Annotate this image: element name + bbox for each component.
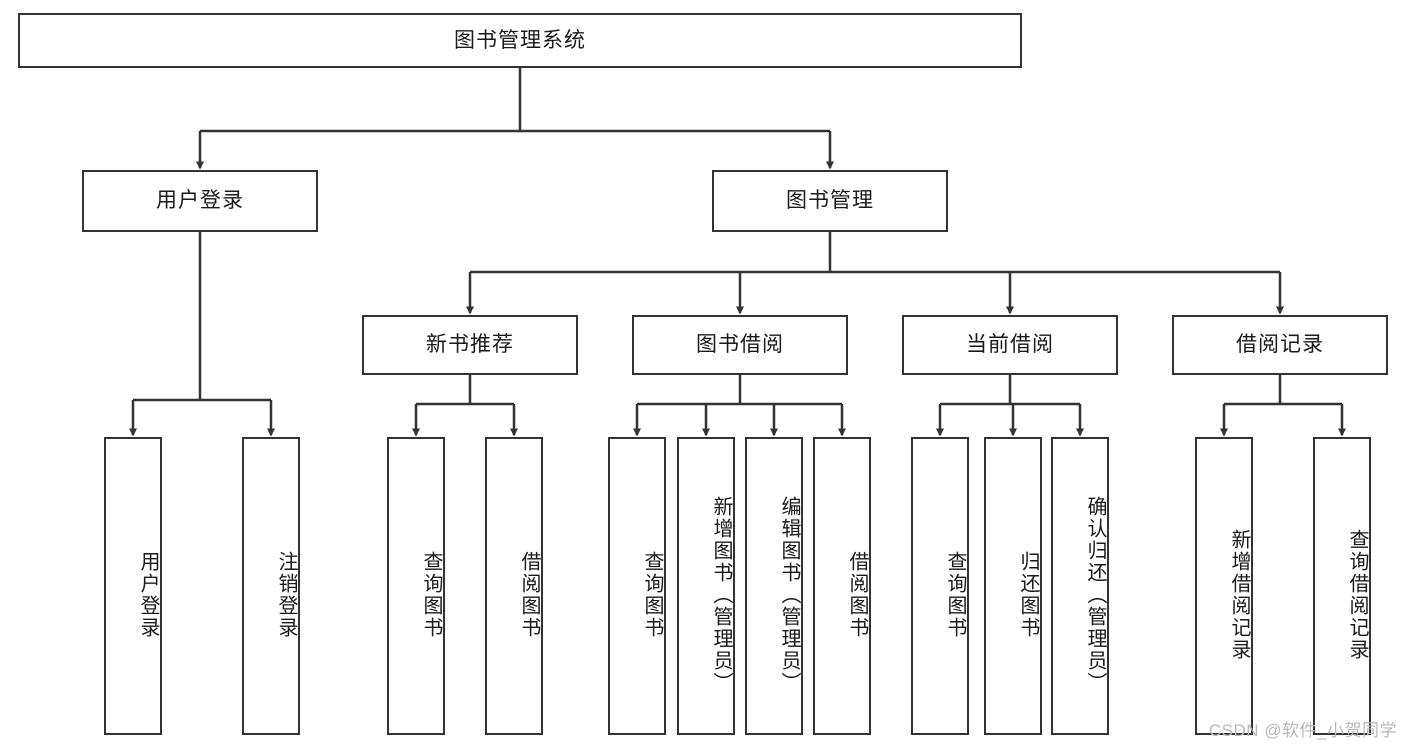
node-label: 归还图书 bbox=[1017, 551, 1039, 639]
node-label: 查询图书 bbox=[420, 551, 442, 639]
node-label: 当前借阅 bbox=[966, 333, 1054, 357]
node-label: 借阅图书 bbox=[518, 551, 540, 639]
node-leaf-edit-book-admin[interactable]: 编辑图书（管理员） bbox=[745, 437, 803, 735]
node-leaf-borrow-books[interactable]: 借阅图书 bbox=[813, 437, 871, 735]
node-new-book-recommend[interactable]: 新书推荐 bbox=[362, 315, 578, 375]
node-label: 注销登录 bbox=[275, 551, 297, 639]
node-label: 新书推荐 bbox=[426, 333, 514, 357]
node-leaf-query-borrow-record[interactable]: 查询借阅记录 bbox=[1313, 437, 1371, 735]
node-leaf-add-borrow-record[interactable]: 新增借阅记录 bbox=[1195, 437, 1253, 735]
node-leaf-query-books-current[interactable]: 查询图书 bbox=[911, 437, 969, 735]
node-label: 图书借阅 bbox=[696, 333, 784, 357]
node-borrow-records[interactable]: 借阅记录 bbox=[1172, 315, 1388, 375]
node-current-borrow[interactable]: 当前借阅 bbox=[902, 315, 1118, 375]
node-root[interactable]: 图书管理系统 bbox=[18, 13, 1022, 68]
node-label: 用户登录 bbox=[137, 551, 159, 639]
node-label: 查询图书 bbox=[641, 551, 663, 639]
node-leaf-query-books-recommend[interactable]: 查询图书 bbox=[387, 437, 445, 735]
node-leaf-borrow-books-recommend[interactable]: 借阅图书 bbox=[485, 437, 543, 735]
node-leaf-logout[interactable]: 注销登录 bbox=[242, 437, 300, 735]
node-label: 图书管理系统 bbox=[454, 28, 586, 52]
node-book-management[interactable]: 图书管理 bbox=[712, 170, 948, 232]
node-label: 新增图书（管理员） bbox=[710, 496, 732, 694]
node-leaf-confirm-return-admin[interactable]: 确认归还（管理员） bbox=[1051, 437, 1109, 735]
node-book-borrow[interactable]: 图书借阅 bbox=[632, 315, 848, 375]
node-leaf-query-books-borrow[interactable]: 查询图书 bbox=[608, 437, 666, 735]
node-label: 用户登录 bbox=[156, 189, 244, 213]
node-label: 借阅记录 bbox=[1236, 333, 1324, 357]
node-label: 查询图书 bbox=[944, 551, 966, 639]
node-leaf-user-login[interactable]: 用户登录 bbox=[104, 437, 162, 735]
node-label: 编辑图书（管理员） bbox=[778, 496, 800, 694]
node-label: 确认归还（管理员） bbox=[1084, 496, 1106, 694]
node-label: 图书管理 bbox=[786, 189, 874, 213]
node-label: 查询借阅记录 bbox=[1346, 529, 1368, 661]
node-label: 新增借阅记录 bbox=[1228, 529, 1250, 661]
node-user-login[interactable]: 用户登录 bbox=[82, 170, 318, 232]
node-leaf-add-book-admin[interactable]: 新增图书（管理员） bbox=[677, 437, 735, 735]
node-label: 借阅图书 bbox=[846, 551, 868, 639]
node-leaf-return-books[interactable]: 归还图书 bbox=[984, 437, 1042, 735]
